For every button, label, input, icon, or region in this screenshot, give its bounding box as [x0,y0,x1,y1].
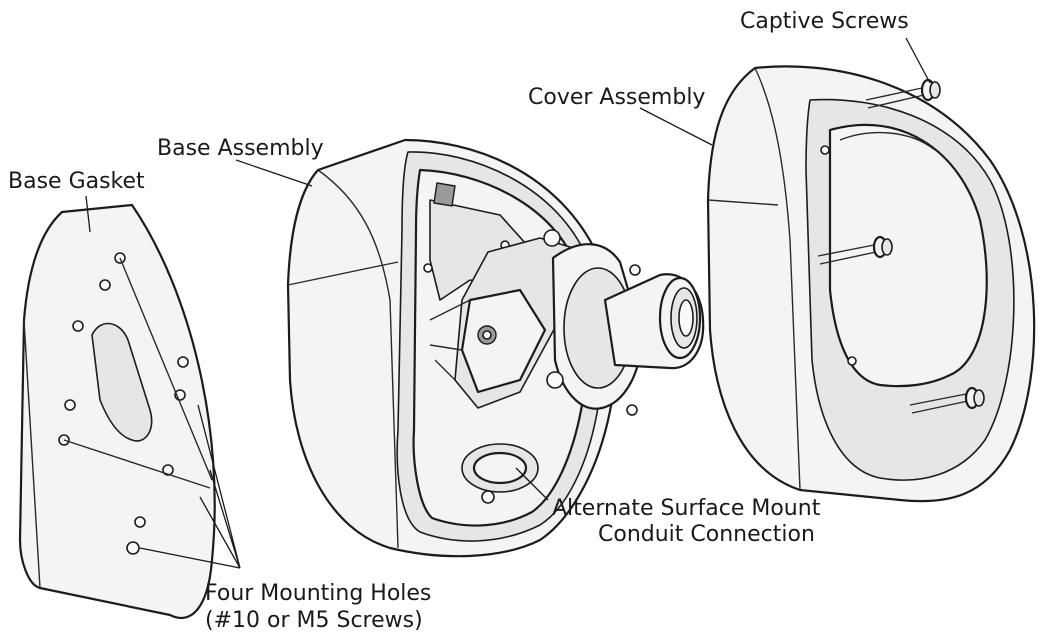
base-assembly-label: Base Assembly [157,136,324,161]
captive-screws-label: Captive Screws [740,9,909,34]
leader-mounting-holes [139,404,241,569]
gasket-hole [134,516,146,528]
gasket-hole [64,399,76,411]
base-gasket-label: Base Gasket [8,169,145,194]
cover-assembly [706,65,1036,503]
captive-screw [865,78,941,109]
base-gasket [18,203,216,620]
gasket-hole [72,320,84,332]
leader-cover-assembly [639,107,713,146]
gasket-hole [162,464,174,476]
captive-screw [909,386,985,414]
gasket-hole [126,541,140,555]
cover-assembly-label: Cover Assembly [528,85,706,110]
conduit-connection-label-line2: Conduit Connection [598,522,815,547]
captive-screws [817,78,985,414]
leader-lines [85,37,931,569]
leader-captive-screws [905,37,931,84]
mounting-holes-label-line2: (#10 or M5 Screws) [205,608,423,633]
conduit-connection-label-line1: Alternate Surface Mount [552,496,821,521]
leader-conduit [515,467,549,501]
gasket-hole [177,356,189,368]
leader-base-assembly [235,159,313,187]
gasket-hole [58,434,70,446]
mounting-holes-label-line1: Four Mounting Holes [205,581,432,606]
gasket-hole [99,279,111,291]
leader-base-gasket [85,195,91,233]
captive-screw [817,235,893,265]
camera-module [429,229,705,416]
